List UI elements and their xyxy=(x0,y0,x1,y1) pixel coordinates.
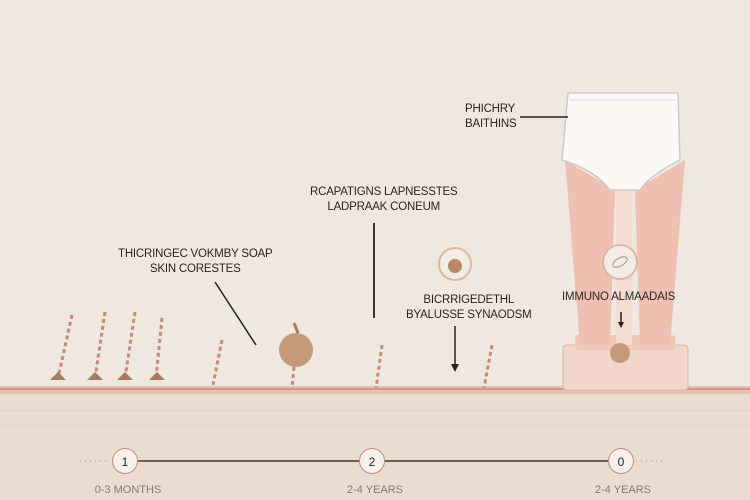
diaper-label-line: PHICHRY xyxy=(465,103,516,115)
timeline-step-2[interactable]: 2 xyxy=(359,448,385,474)
top-center-label: RCAPATIGNS LAPNESSTES LADPRAAK CONEUM xyxy=(310,185,458,215)
mid-right-label-line: BICRRIGEDETHL xyxy=(423,294,515,306)
timeline-label-3: 2-4 YEARS xyxy=(594,484,652,496)
diaper-label: PHICHRY BAITHINS xyxy=(465,102,517,132)
timeline-label-2: 2-4 YEARS xyxy=(346,484,404,496)
soap-label-line: SKIN CORESTES xyxy=(149,263,241,275)
timeline-label-1: 0-3 MONTHS xyxy=(94,484,162,496)
soap-label: THICRINGEC VOKMBY SOAP SKIN CORESTES xyxy=(118,247,273,277)
soap-label-line: THICRINGEC VOKMBY SOAP xyxy=(118,248,273,260)
timeline-step-3[interactable]: 0 xyxy=(608,448,634,474)
icon-circle-left xyxy=(438,247,472,281)
legs-figure xyxy=(561,92,689,391)
mid-right-label-line: BYALUSSE SYNAODSM xyxy=(406,309,532,321)
top-center-label-line: LADPRAAK CONEUM xyxy=(327,201,441,213)
mid-right-label: BICRRIGEDETHL BYALUSSE SYNAODSM xyxy=(406,293,532,323)
hair-bulb xyxy=(279,322,313,389)
timeline-step-1[interactable]: 1 xyxy=(112,448,138,474)
top-center-label-line: RCAPATIGNS LAPNESSTES xyxy=(310,186,458,198)
immune-label: IMMUNO ALMAADAIS xyxy=(562,291,676,303)
hair-follicles xyxy=(56,311,494,389)
diaper-label-line: BAITHINS xyxy=(465,118,517,130)
